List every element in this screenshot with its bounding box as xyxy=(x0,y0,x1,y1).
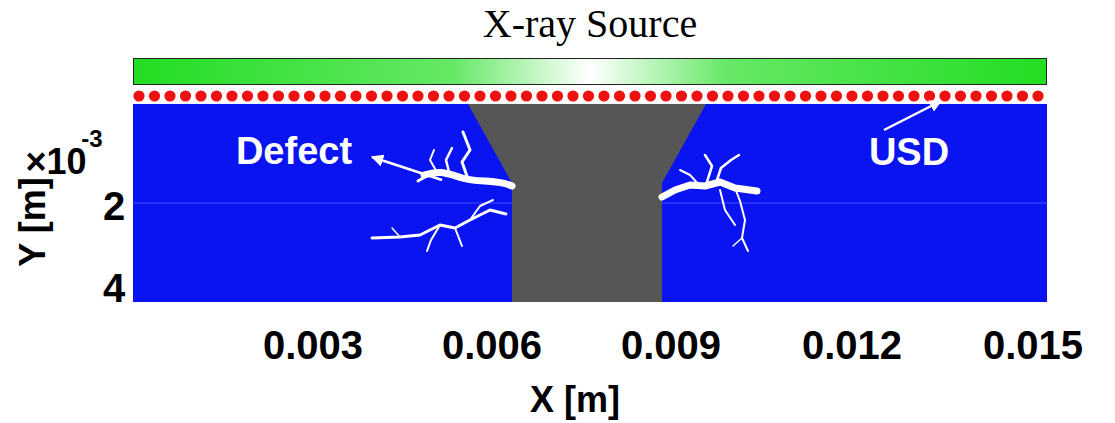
detector-dot xyxy=(242,90,253,101)
callout-label: USD xyxy=(869,133,949,171)
detector-dot xyxy=(877,90,888,101)
detector-dot xyxy=(397,90,408,101)
detector-dot xyxy=(645,90,656,101)
detector-dot xyxy=(583,90,594,101)
detector-dot xyxy=(304,90,315,101)
detector-dot xyxy=(288,90,299,101)
detector-dot xyxy=(614,90,625,101)
detector-dot xyxy=(660,90,671,101)
detector-dot xyxy=(567,90,578,101)
detector-dot xyxy=(133,90,144,101)
detector-dot xyxy=(691,90,702,101)
band-fill xyxy=(133,58,1047,85)
detector-dot xyxy=(800,90,811,101)
detector-dot xyxy=(1001,90,1012,101)
detector-dot xyxy=(722,90,733,101)
detector-dot xyxy=(815,90,826,101)
defect-cracks xyxy=(372,132,757,251)
usd-detector-row xyxy=(133,90,1043,101)
axis-title: X [m] xyxy=(530,382,620,418)
detector-dot xyxy=(366,90,377,101)
detector-dot xyxy=(707,90,718,101)
axis-multiplier: ×10 xyxy=(25,144,86,180)
leader-arrow xyxy=(372,157,442,180)
tick-label: 0.003 xyxy=(263,325,363,365)
detector-dot xyxy=(986,90,997,101)
detector-dot xyxy=(536,90,547,101)
detector-dot xyxy=(164,90,175,101)
tick-label: 2 xyxy=(103,186,125,226)
detector-dot xyxy=(443,90,454,101)
detector-dot xyxy=(180,90,191,101)
detector-dot xyxy=(195,90,206,101)
detector-dot xyxy=(924,90,935,101)
via-fill xyxy=(468,104,706,302)
detector-dot xyxy=(319,90,330,101)
detector-dot xyxy=(862,90,873,101)
detector-dot xyxy=(474,90,485,101)
detector-dot xyxy=(629,90,640,101)
callout-label: Defect xyxy=(236,132,352,170)
source-band: X-ray Source xyxy=(133,0,1047,86)
detector-dot xyxy=(831,90,842,101)
detector-dot xyxy=(846,90,857,101)
detector-dot xyxy=(1017,90,1028,101)
band-title: X-ray Source xyxy=(133,4,1047,44)
tick-label: 0.009 xyxy=(621,325,721,365)
detector-dot xyxy=(273,90,284,101)
detector-dot xyxy=(381,90,392,101)
axis-exponent: -3 xyxy=(81,127,102,151)
detector-dot xyxy=(257,90,268,101)
axis-title: Y [m] xyxy=(15,177,51,266)
detector-dot xyxy=(505,90,516,101)
detector-dot xyxy=(521,90,532,101)
tick-label: 0.015 xyxy=(983,325,1083,365)
detector-dot xyxy=(676,90,687,101)
detector-dot xyxy=(784,90,795,101)
detector-dot xyxy=(893,90,904,101)
detector-dot xyxy=(490,90,501,101)
tick-label: 4 xyxy=(103,268,125,308)
detector-dot xyxy=(412,90,423,101)
detector-dot xyxy=(335,90,346,101)
detector-dot xyxy=(552,90,563,101)
tick-label: 0.006 xyxy=(442,325,542,365)
detector-dot xyxy=(908,90,919,101)
detector-dot xyxy=(350,90,361,101)
substrate-region xyxy=(133,104,1047,302)
detector-dot xyxy=(459,90,470,101)
detector-dot xyxy=(769,90,780,101)
detector-dot xyxy=(428,90,439,101)
detector-dot xyxy=(970,90,981,101)
detector-dot xyxy=(738,90,749,101)
leader-arrow xyxy=(884,101,941,130)
detector-dot xyxy=(149,90,160,101)
detector-dot xyxy=(955,90,966,101)
detector-dot xyxy=(226,90,237,101)
detector-dot xyxy=(1032,90,1043,101)
tick-label: 0.012 xyxy=(802,325,902,365)
detector-dot xyxy=(598,90,609,101)
detector-dot xyxy=(211,90,222,101)
detector-dot xyxy=(939,90,950,101)
detector-dot xyxy=(753,90,764,101)
